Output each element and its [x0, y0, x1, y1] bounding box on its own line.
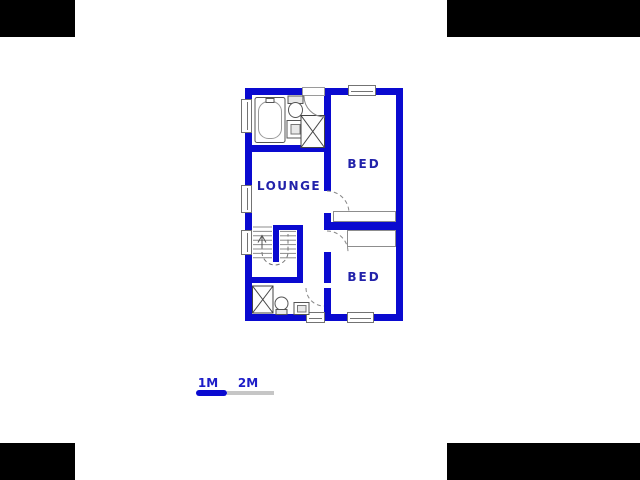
window-left-stairs — [241, 230, 252, 255]
wall-hall-divider-upper — [324, 95, 331, 191]
door-arc-bedroom-top — [326, 190, 350, 214]
window-left-lounge — [241, 185, 252, 213]
scale-label-1m: 1M — [197, 376, 219, 390]
room-label-bed-bottom: BED — [347, 270, 381, 284]
shower-bottom-icon — [252, 285, 274, 314]
wall-bathroom-bottom-top — [245, 277, 303, 283]
shower-top-icon — [300, 115, 325, 148]
staircase-walkline — [261, 234, 289, 266]
window-top-bedroom — [348, 85, 376, 96]
letterbox-bottom-left — [0, 443, 75, 480]
letterbox-top-left — [0, 0, 75, 37]
wall-exterior-right — [396, 88, 403, 321]
wall-stair-right — [297, 225, 303, 283]
scale-bar-second-meter — [227, 391, 274, 395]
scale-label-2m: 2M — [237, 376, 259, 390]
wall-stair-top-cap — [273, 225, 303, 230]
wall-hall-divider-lower — [324, 252, 331, 283]
door-opening-top — [302, 87, 325, 96]
door-arc-top-entry — [303, 95, 326, 118]
window-left-bathroom — [241, 99, 252, 133]
door-arc-bedroom-bottom — [326, 230, 349, 253]
window-bottom-bedroom — [347, 312, 374, 323]
cupboard-bedroom-top — [333, 211, 396, 222]
staircase-up-arrow-icon — [257, 234, 267, 248]
wall-bathroom-top-bottom — [252, 145, 331, 152]
cupboard-bedroom-bottom — [347, 230, 396, 247]
wall-bathroom-bottom-right — [324, 288, 331, 314]
letterbox-top-right — [447, 0, 640, 37]
toilet-bottom-icon — [274, 296, 289, 315]
window-bottom-bathroom — [306, 312, 325, 323]
scale-bar-first-meter — [196, 390, 227, 396]
staircase-treads — [253, 226, 296, 259]
bathtub-icon — [254, 97, 286, 143]
toilet-top-icon — [287, 95, 304, 118]
wall-between-bedrooms — [324, 222, 403, 230]
wall-stair-center — [273, 230, 279, 262]
wall-hall-divider-mid — [324, 213, 331, 230]
room-label-bed-top: BED — [347, 157, 381, 171]
letterbox-bottom-right — [447, 443, 640, 480]
basin-bottom-icon — [293, 302, 310, 315]
room-label-lounge: LOUNGE — [256, 179, 322, 193]
door-arc-bathroom-bottom — [305, 287, 325, 307]
